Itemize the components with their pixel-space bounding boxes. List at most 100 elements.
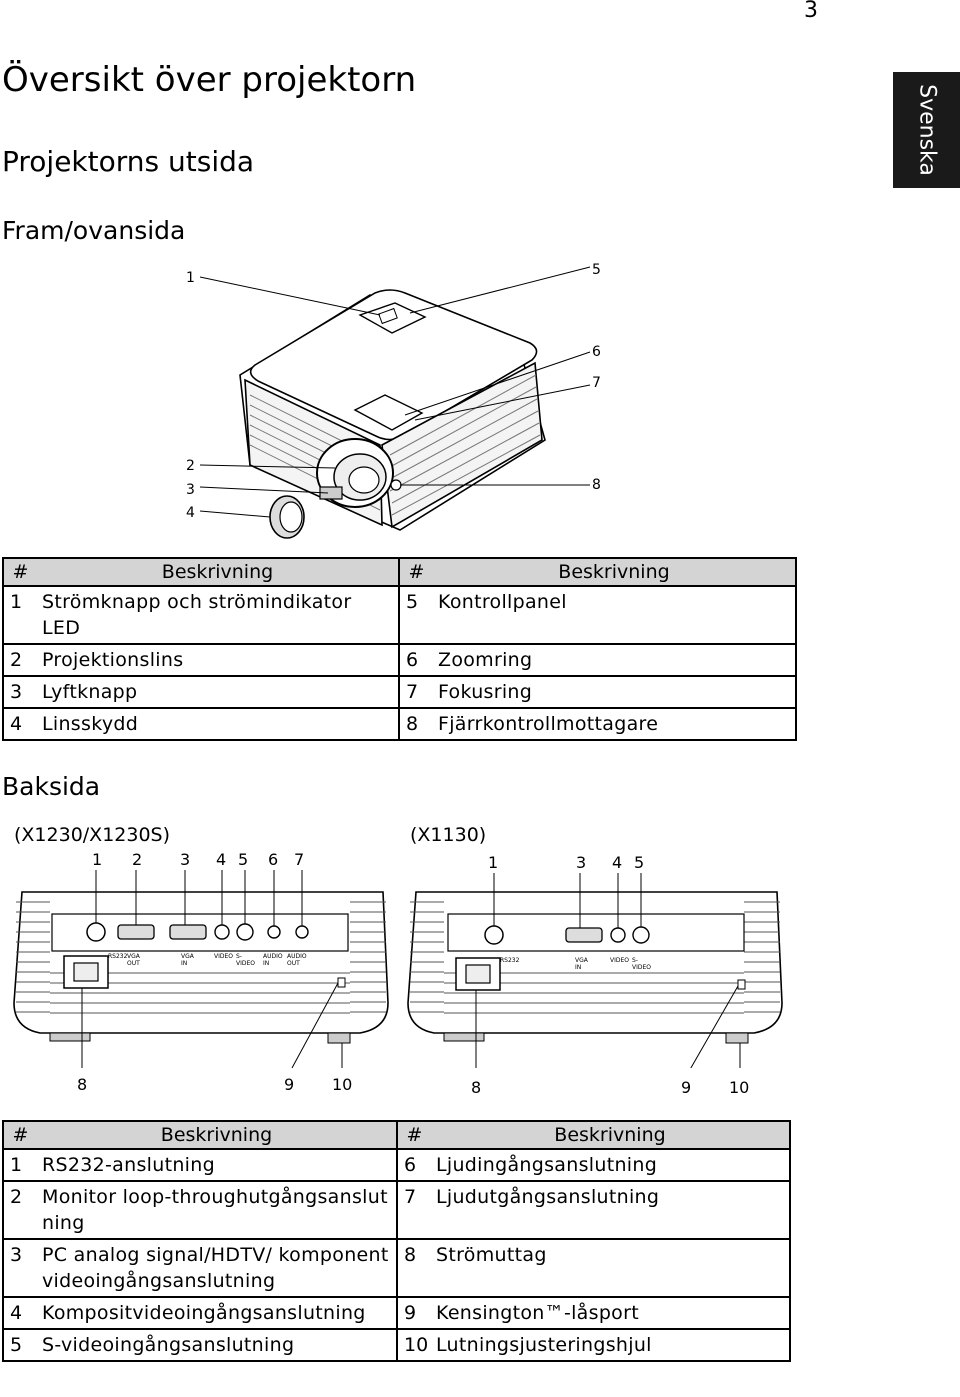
callout-5: 5 bbox=[592, 262, 601, 278]
rear-heading: Baksida bbox=[2, 772, 101, 801]
port-label: VIDEO bbox=[610, 957, 630, 964]
table-cell: Fokusring bbox=[433, 675, 797, 709]
callout-2: 2 bbox=[186, 458, 195, 474]
table-cell: Linsskydd bbox=[37, 707, 400, 741]
table-row: 3 PC analog signal/HDTV/ komponentvideoi… bbox=[2, 1238, 791, 1298]
rear-left-callout: 10 bbox=[332, 1075, 353, 1094]
table-cell: RS232-anslutning bbox=[37, 1148, 398, 1182]
table-cell: 2 bbox=[2, 643, 37, 677]
table-cell: 7 bbox=[398, 675, 433, 709]
rear-left-callout: 3 bbox=[180, 850, 191, 869]
table-header-row: # Beskrivning # Beskrivning bbox=[2, 557, 797, 587]
callout-7: 7 bbox=[592, 375, 601, 391]
table-header-cell: # bbox=[2, 557, 37, 587]
model-label-left: (X1230/X1230S) bbox=[14, 824, 171, 846]
callout-3: 3 bbox=[186, 482, 195, 498]
page-number: 3 bbox=[804, 0, 818, 23]
table-header-cell: Beskrivning bbox=[431, 1120, 791, 1150]
rear-parts-table: # Beskrivning # Beskrivning 1 RS232-ansl… bbox=[2, 1120, 791, 1362]
callout-1: 1 bbox=[186, 270, 195, 286]
callout-6: 6 bbox=[592, 344, 601, 360]
language-tab: Svenska bbox=[893, 72, 960, 188]
table-header-cell: # bbox=[2, 1120, 37, 1150]
table-cell: 3 bbox=[2, 675, 37, 709]
callout-8: 8 bbox=[592, 477, 601, 493]
table-cell: 10 bbox=[396, 1328, 431, 1362]
table-header-cell: Beskrivning bbox=[433, 557, 797, 587]
rear-right-callout: 10 bbox=[729, 1078, 750, 1097]
table-cell: 4 bbox=[2, 707, 37, 741]
table-header-cell: # bbox=[396, 1120, 431, 1150]
table-row: 5 S-videoingångsanslutning 10 Lutningsju… bbox=[2, 1328, 791, 1362]
table-cell: Projektionslins bbox=[37, 643, 400, 677]
table-row: 1 RS232-anslutning 6 Ljudingångsanslutni… bbox=[2, 1148, 791, 1182]
table-header-cell: Beskrivning bbox=[37, 557, 400, 587]
table-cell: 6 bbox=[396, 1148, 431, 1182]
rear-left-callout: 9 bbox=[284, 1075, 295, 1094]
table-cell: Zoomring bbox=[433, 643, 797, 677]
table-header-cell: # bbox=[398, 557, 433, 587]
model-label-right: (X1130) bbox=[410, 824, 487, 846]
port-label: VGA OUT bbox=[127, 953, 140, 967]
table-cell: Fjärrkontrollmottagare bbox=[433, 707, 797, 741]
table-cell: Monitor loop-throughutgångsanslutning bbox=[37, 1180, 398, 1240]
port-label: S-VIDEO bbox=[236, 953, 256, 967]
table-cell: Strömknapp och strömindikator LED bbox=[37, 585, 400, 645]
projector-front-illustration bbox=[199, 266, 591, 539]
table-cell: 8 bbox=[396, 1238, 431, 1298]
table-cell: 1 bbox=[2, 1148, 37, 1182]
rear-left-callout: 1 bbox=[92, 850, 103, 869]
rear-left-callout: 2 bbox=[132, 850, 143, 869]
rear-left-callout: 6 bbox=[268, 850, 279, 869]
table-cell: 7 bbox=[396, 1180, 431, 1240]
rear-right-callout: 5 bbox=[634, 853, 645, 872]
rear-right-callout: 1 bbox=[488, 853, 499, 872]
table-cell: 9 bbox=[396, 1296, 431, 1330]
port-label: VGA IN bbox=[181, 953, 194, 967]
table-row: 1 Strömknapp och strömindikator LED 5 Ko… bbox=[2, 585, 797, 645]
rear-left-callout: 7 bbox=[294, 850, 305, 869]
port-label: VGA IN bbox=[575, 957, 588, 971]
projector-rear-illustration-right bbox=[407, 873, 783, 1068]
table-row: 2 Monitor loop-throughutgångsanslutning … bbox=[2, 1180, 791, 1240]
table-header-cell: Beskrivning bbox=[37, 1120, 398, 1150]
table-cell: 8 bbox=[398, 707, 433, 741]
table-cell: Ljudingångsanslutning bbox=[431, 1148, 791, 1182]
port-label: RS232 bbox=[500, 957, 520, 964]
front-parts-table: # Beskrivning # Beskrivning 1 Strömknapp… bbox=[2, 557, 797, 741]
table-row: 4 Linsskydd 8 Fjärrkontrollmottagare bbox=[2, 707, 797, 741]
table-cell: 6 bbox=[398, 643, 433, 677]
port-label: S-VIDEO bbox=[632, 957, 652, 971]
table-cell: Kontrollpanel bbox=[433, 585, 797, 645]
table-cell: Lutningsjusteringshjul bbox=[431, 1328, 791, 1362]
table-cell: Lyftknapp bbox=[37, 675, 400, 709]
table-cell: 5 bbox=[2, 1328, 37, 1362]
table-cell: 4 bbox=[2, 1296, 37, 1330]
table-cell: Ljudutgångsanslutning bbox=[431, 1180, 791, 1240]
port-label: RS232 bbox=[108, 953, 128, 960]
table-cell: Strömuttag bbox=[431, 1238, 791, 1298]
port-label: AUDIO IN bbox=[263, 953, 283, 967]
table-cell: 3 bbox=[2, 1238, 37, 1298]
table-cell: 5 bbox=[398, 585, 433, 645]
table-cell: Kompositvideoingångsanslutning bbox=[37, 1296, 398, 1330]
rear-left-callout: 4 bbox=[216, 850, 227, 869]
table-cell: S-videoingångsanslutning bbox=[37, 1328, 398, 1362]
callout-4: 4 bbox=[186, 505, 195, 521]
section-title: Projektorns utsida bbox=[2, 145, 255, 178]
table-cell: PC analog signal/HDTV/ komponentvideoing… bbox=[37, 1238, 398, 1298]
rear-left-callout: 5 bbox=[238, 850, 249, 869]
table-row: 4 Kompositvideoingångsanslutning 9 Kensi… bbox=[2, 1296, 791, 1330]
table-row: 3 Lyftknapp 7 Fokusring bbox=[2, 675, 797, 709]
table-cell: 2 bbox=[2, 1180, 37, 1240]
port-label: VIDEO bbox=[214, 953, 234, 960]
rear-right-callout: 8 bbox=[471, 1078, 482, 1097]
page-title: Översikt över projektorn bbox=[2, 60, 417, 100]
rear-left-callout: 8 bbox=[77, 1075, 88, 1094]
table-header-row: # Beskrivning # Beskrivning bbox=[2, 1120, 791, 1150]
front-heading: Fram/ovansida bbox=[2, 216, 186, 245]
table-cell: Kensington™-låsport bbox=[431, 1296, 791, 1330]
rear-right-callout: 4 bbox=[612, 853, 623, 872]
projector-rear-illustration-left bbox=[13, 870, 389, 1068]
language-tab-label: Svenska bbox=[914, 84, 939, 176]
